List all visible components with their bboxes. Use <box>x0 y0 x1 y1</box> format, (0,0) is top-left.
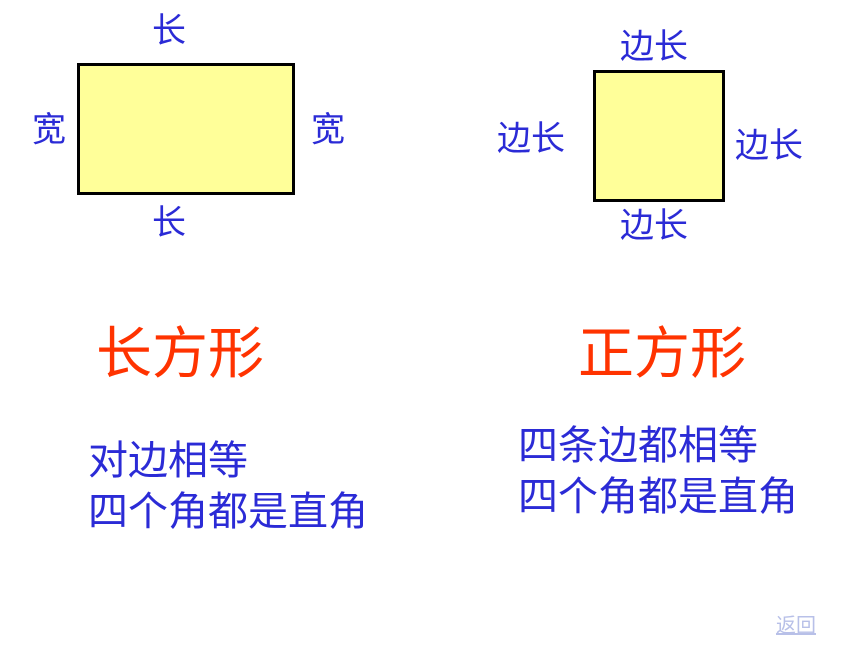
square-property-2: 四个角都是直角 <box>518 474 798 520</box>
square-left-label: 边长 <box>497 119 565 159</box>
square-bottom-label: 边长 <box>620 206 688 246</box>
rectangle-title: 长方形 <box>96 322 264 387</box>
rectangle-right-label: 宽 <box>311 110 345 150</box>
rectangle-top-label: 长 <box>152 11 186 51</box>
back-link[interactable]: 返回 <box>776 613 816 637</box>
rectangle-shape <box>77 63 295 195</box>
rectangle-left-label: 宽 <box>32 110 66 150</box>
square-right-label: 边长 <box>735 126 803 166</box>
rectangle-property-2: 四个角都是直角 <box>88 489 368 535</box>
square-title: 正方形 <box>578 322 746 387</box>
rectangle-property-1: 对边相等 <box>88 438 248 484</box>
square-top-label: 边长 <box>620 27 688 67</box>
square-shape <box>593 70 725 202</box>
rectangle-bottom-label: 长 <box>152 203 186 243</box>
square-property-1: 四条边都相等 <box>518 423 758 469</box>
